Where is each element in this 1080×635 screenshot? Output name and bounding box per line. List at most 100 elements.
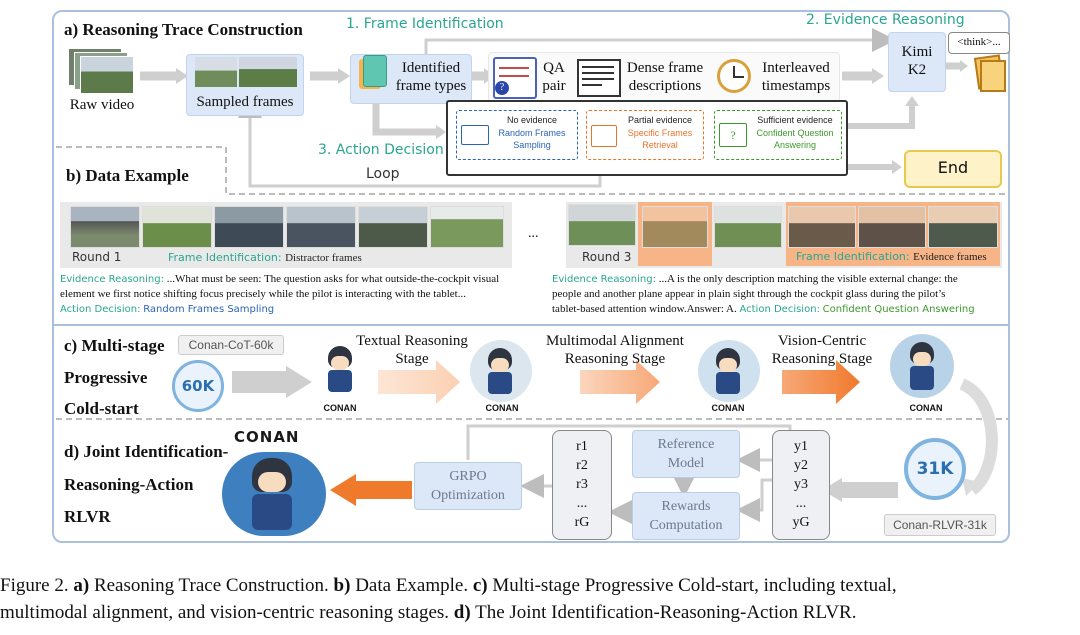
right-er-text: ...A is the only description matching th… xyxy=(658,273,958,285)
no-evidence-card: No evidence Random Frames Sampling xyxy=(456,110,578,160)
arrow-loop xyxy=(238,94,602,188)
r3: r3 xyxy=(576,477,588,492)
arrow-to-decision xyxy=(372,102,436,136)
section-c-line2: Progressive xyxy=(64,368,148,387)
random-frames-icon xyxy=(461,125,489,145)
no-evidence-title: No evidence xyxy=(506,115,558,125)
stage1-line2: Stage xyxy=(395,351,429,367)
caption-b-text: Data Example. xyxy=(355,575,469,596)
no-evidence-action1: Random Frames xyxy=(498,128,566,138)
qa-line1: QA xyxy=(543,60,565,76)
stage3-line1: Vision-Centric xyxy=(777,333,867,349)
conan-label-3: CONAN xyxy=(711,403,745,413)
rG: rG xyxy=(574,515,590,530)
rewards-computation-box: Rewards Computation xyxy=(632,492,740,540)
section-a-title: a) Reasoning Trace Construction xyxy=(64,20,303,39)
left-er-text2: element we first notice shifting focus p… xyxy=(60,288,466,300)
right-evidence-reasoning: Evidence Reasoning: ...A is the only des… xyxy=(552,273,958,285)
r-values-box: r1 r2 r3 ... rG xyxy=(552,430,612,540)
left-ad-value: Random Frames Sampling xyxy=(143,304,275,315)
r-ellipsis: ... xyxy=(576,496,588,511)
left-action-decision: Action Decision: Random Frames Sampling xyxy=(60,303,274,315)
round3-frame-6 xyxy=(928,206,998,248)
conan-avatar-4 xyxy=(890,334,954,398)
reference-line1: Reference xyxy=(657,437,715,452)
round3-frame-2 xyxy=(642,206,708,248)
reference-model-box: Reference Model xyxy=(632,430,740,478)
qa-line2: pair xyxy=(542,78,566,94)
conan-logo: CONAN xyxy=(234,428,300,446)
round3-label: Round 3 xyxy=(582,250,632,264)
arrow-top-to-kimi xyxy=(424,28,896,56)
dataset-31k-badge: 31K xyxy=(904,438,966,500)
reference-line2: Model xyxy=(667,456,705,471)
caption-line2-text: multimodal alignment, and vision-centric… xyxy=(0,602,450,623)
stage1-line1: Textual Reasoning xyxy=(356,333,468,349)
round3-frame-4 xyxy=(788,206,856,248)
round1-frame-5 xyxy=(358,206,428,248)
sufficient-evidence-card: Sufficient evidence Confident Question A… xyxy=(714,110,842,160)
caption-d: d) xyxy=(453,602,471,623)
action-decision-box: No evidence Random Frames Sampling Parti… xyxy=(446,100,848,176)
conan-label-4: CONAN xyxy=(909,403,943,413)
retrieval-icon xyxy=(591,125,617,147)
dataset-60k-badge: 60K xyxy=(172,360,224,412)
round3-frame-5 xyxy=(858,206,926,248)
sufficient-evidence-title: Sufficient evidence xyxy=(757,115,833,125)
dense-line2: descriptions xyxy=(628,78,702,94)
stage2-line1: Multimodal Alignment xyxy=(546,333,684,349)
kimi-k2-box: Kimi K2 xyxy=(888,32,946,92)
grpo-box: GRPO Optimization xyxy=(414,462,522,510)
caption-line2: multimodal alignment, and vision-centric… xyxy=(0,599,856,626)
caption-line1: Figure 2. a) Reasoning Trace Constructio… xyxy=(0,572,897,599)
sampled-thumb-2 xyxy=(239,57,297,87)
right-ad-value: Confident Question Answering xyxy=(822,304,975,315)
step2-label: 2. Evidence Reasoning xyxy=(806,12,965,28)
identified-box: Identified frame types xyxy=(350,54,472,104)
think-bubble: <think>... xyxy=(948,32,1010,54)
conan-label-1: CONAN xyxy=(323,403,357,413)
grpo-line2: Optimization xyxy=(431,488,505,503)
round1-label: Round 1 xyxy=(72,250,122,264)
round1-frame-2 xyxy=(142,206,212,248)
round3-fi: Frame Identification: Evidence frames xyxy=(796,250,987,263)
partial-evidence-action2: Retrieval xyxy=(642,140,678,150)
arrow-stage1 xyxy=(378,360,460,404)
partial-evidence-action1: Specific Frames xyxy=(627,128,693,138)
identified-line1: Identified xyxy=(401,60,461,76)
sampled-thumb-1 xyxy=(195,57,237,87)
conan-rlvr-dataset: Conan-RLVR-31k xyxy=(884,514,996,536)
rewards-line1: Rewards xyxy=(661,499,711,514)
grpo-line1: GRPO xyxy=(449,469,487,484)
caption-c-text: Multi-stage Progressive Cold-start, incl… xyxy=(492,575,897,596)
stage3-line2: Reasoning Stage xyxy=(771,351,873,367)
loop-label: Loop xyxy=(366,166,400,182)
qa-icon: ? xyxy=(493,57,537,99)
conan-avatar-2 xyxy=(470,340,532,402)
round1-frame-3 xyxy=(214,206,284,248)
right-er-text2: people and another plane appear in plain… xyxy=(552,288,946,300)
section-d-line2: Reasoning-Action xyxy=(64,475,194,494)
left-ad-label: Action Decision: xyxy=(60,304,141,315)
end-box: End xyxy=(904,150,1002,188)
caption-prefix: Figure 2. xyxy=(0,575,69,596)
section-c-line3: Cold-start xyxy=(64,399,139,418)
context-box: ? QA pair Dense frame descriptions Inter… xyxy=(488,52,840,102)
section-d-line1: d) Joint Identification- xyxy=(64,442,229,461)
section-c-line1: c) Multi-stage xyxy=(64,336,165,355)
round1-frame-6 xyxy=(430,206,504,248)
right-er-label: Evidence Reasoning: xyxy=(552,274,656,285)
interleaved-line2: timestamps xyxy=(761,78,831,94)
partial-evidence-card: Partial evidence Specific Frames Retriev… xyxy=(586,110,704,160)
frames-icon xyxy=(363,55,387,87)
yG: yG xyxy=(792,515,810,530)
round1-fi: Frame Identification: Distractor frames xyxy=(168,251,362,264)
partial-evidence-title: Partial evidence xyxy=(627,115,693,125)
round3-fi-value: Evidence frames xyxy=(913,251,987,263)
round3-frame-3 xyxy=(714,206,782,248)
conan-avatar-3 xyxy=(698,340,760,402)
y3: y3 xyxy=(794,477,808,492)
arrow-stage2 xyxy=(580,360,660,404)
kimi-line1: Kimi xyxy=(901,44,933,60)
question-check-icon: ? xyxy=(719,123,747,147)
